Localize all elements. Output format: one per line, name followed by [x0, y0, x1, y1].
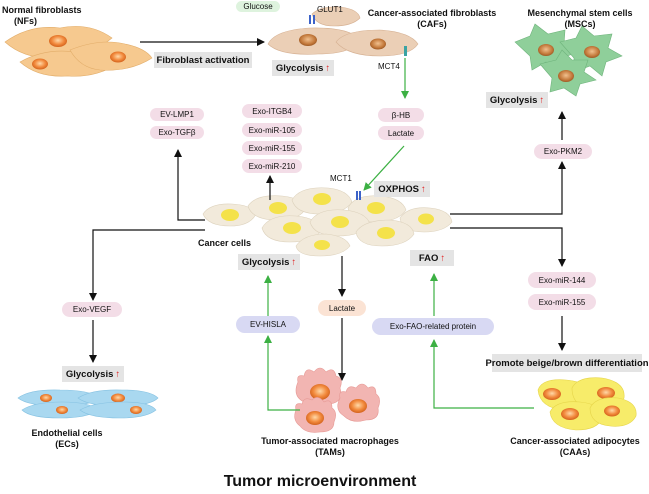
ecs-label-abbrev: (ECs)	[55, 439, 79, 449]
up-arrow-icon: ↑	[115, 368, 121, 380]
cafs-label: Cancer-associated fibroblasts (CAFs)	[352, 8, 512, 30]
exo-vegf-pill: Exo-VEGF	[62, 302, 122, 317]
glycolysis-cafs-box: Glycolysis↑	[272, 60, 334, 76]
beige-differentiation-box: Promote beige/brown differentiation	[485, 354, 649, 372]
arrow-lactate-to-mct1	[363, 145, 405, 191]
cafs-label-abbrev: (CAFs)	[417, 19, 447, 29]
mct1-label: MCT1	[330, 174, 352, 183]
arrow-caas-to-exo-fao	[430, 339, 534, 409]
nfs-label-abbrev: (NFs)	[14, 16, 37, 26]
lactate-caf-pill: Lactate	[378, 126, 424, 140]
glucose-pill: Glucose	[236, 1, 280, 12]
oxphos-box: OXPHOS↑	[374, 181, 430, 197]
arrow-tams-to-ev-hisla	[264, 335, 300, 411]
up-arrow-icon: ↑	[291, 256, 297, 268]
up-arrow-icon: ↑	[539, 94, 545, 106]
up-arrow-icon: ↑	[420, 183, 426, 195]
cancer-cells-label: Cancer cells	[198, 238, 252, 248]
arrow-cancer-to-fibroblast-activation	[174, 149, 205, 221]
b-hb-pill: β-HB	[378, 108, 424, 122]
glycolysis-cancer-box: Glycolysis↑	[238, 254, 300, 270]
exo-itgb4-pill: Exo-ITGB4	[242, 104, 302, 118]
caas-graphic	[537, 377, 637, 431]
oxphos-text: OXPHOS	[378, 183, 419, 195]
fao-text: FAO	[418, 252, 439, 264]
up-arrow-icon: ↑	[325, 62, 331, 74]
tams-label: Tumor-associated macrophages (TAMs)	[245, 436, 415, 458]
black-arrows	[89, 38, 566, 381]
up-arrow-icon: ↑	[440, 252, 446, 264]
fibroblast-activation-box: Fibroblast activation	[154, 52, 252, 68]
glycolysis-mscs-box: Glycolysis↑	[486, 92, 548, 108]
glycolysis-cancer-text: Glycolysis	[241, 256, 290, 268]
nfs-label-name: Normal fibroblasts	[2, 5, 82, 15]
exo-mir155-caf-pill: Exo-miR-155	[242, 141, 302, 155]
mscs-graphic	[514, 23, 623, 97]
ev-hisla-pill: EV-HISLA	[236, 316, 300, 333]
ecs-label-name: Endothelial cells	[31, 428, 103, 438]
caas-label-abbrev: (CAAs)	[559, 447, 591, 457]
caas-label: Cancer-associated adipocytes (CAAs)	[500, 436, 649, 458]
glycolysis-cafs-text: Glycolysis	[275, 62, 324, 74]
exo-mir210-pill: Exo-miR-210	[242, 159, 302, 173]
glycolysis-ecs-text: Glycolysis	[65, 368, 114, 380]
glut1-transporter	[309, 15, 315, 24]
tams-label-name: Tumor-associated macrophages	[261, 436, 399, 446]
footer-title: Tumor microenvironment	[223, 473, 417, 490]
ev-lmp1-pill: EV-LMP1	[150, 108, 204, 121]
mscs-label-name: Mesenchymal stem cells	[527, 8, 633, 18]
caas-label-name: Cancer-associated adipocytes	[510, 436, 640, 446]
cafs-label-name: Cancer-associated fibroblasts	[367, 8, 497, 18]
ecs-label: Endothelial cells (ECs)	[2, 428, 132, 450]
exo-mir144-pill: Exo-miR-144	[528, 272, 596, 288]
mscs-label: Mesenchymal stem cells (MSCs)	[520, 8, 640, 30]
nfs-label: Normal fibroblasts (NFs)	[2, 5, 82, 27]
cafs-graphic	[267, 6, 419, 57]
endothelial-cells-graphic	[17, 389, 159, 419]
exo-fao-pill: Exo-FAO-related protein	[372, 318, 494, 335]
tams-graphic	[294, 367, 380, 433]
glycolysis-ecs-box: Glycolysis↑	[62, 366, 124, 382]
arrow-cancer-to-exo-caa	[450, 227, 566, 267]
mct4-transporter	[404, 46, 407, 56]
tams-label-abbrev: (TAMs)	[315, 447, 345, 457]
green-arrows	[264, 58, 534, 411]
normal-fibroblasts-graphic	[4, 26, 153, 77]
exo-mir105-pill: Exo-miR-105	[242, 123, 302, 137]
glycolysis-mscs-text: Glycolysis	[489, 94, 538, 106]
lactate-tam-pill: Lactate	[318, 300, 366, 316]
fibroblast-activation-text: Fibroblast activation	[156, 54, 250, 66]
mscs-label-abbrev: (MSCs)	[564, 19, 596, 29]
arrow-cancer-to-exo-pkm2	[450, 161, 566, 215]
fao-box: FAO↑	[410, 250, 454, 266]
arrow-cancer-to-exo-vegf	[89, 229, 205, 301]
mct1-transporter	[356, 191, 361, 200]
beige-differentiation-text: Promote beige/brown differentiation	[485, 357, 649, 369]
exo-pkm2-pill: Exo-PKM2	[534, 144, 592, 159]
mct4-label: MCT4	[378, 62, 400, 71]
exo-mir155-caa-pill: Exo-miR-155	[528, 294, 596, 310]
glut1-label: GLUT1	[317, 5, 343, 14]
cancer-cells-graphic	[202, 187, 453, 257]
exo-tgfb-pill: Exo-TGFβ	[150, 126, 204, 139]
